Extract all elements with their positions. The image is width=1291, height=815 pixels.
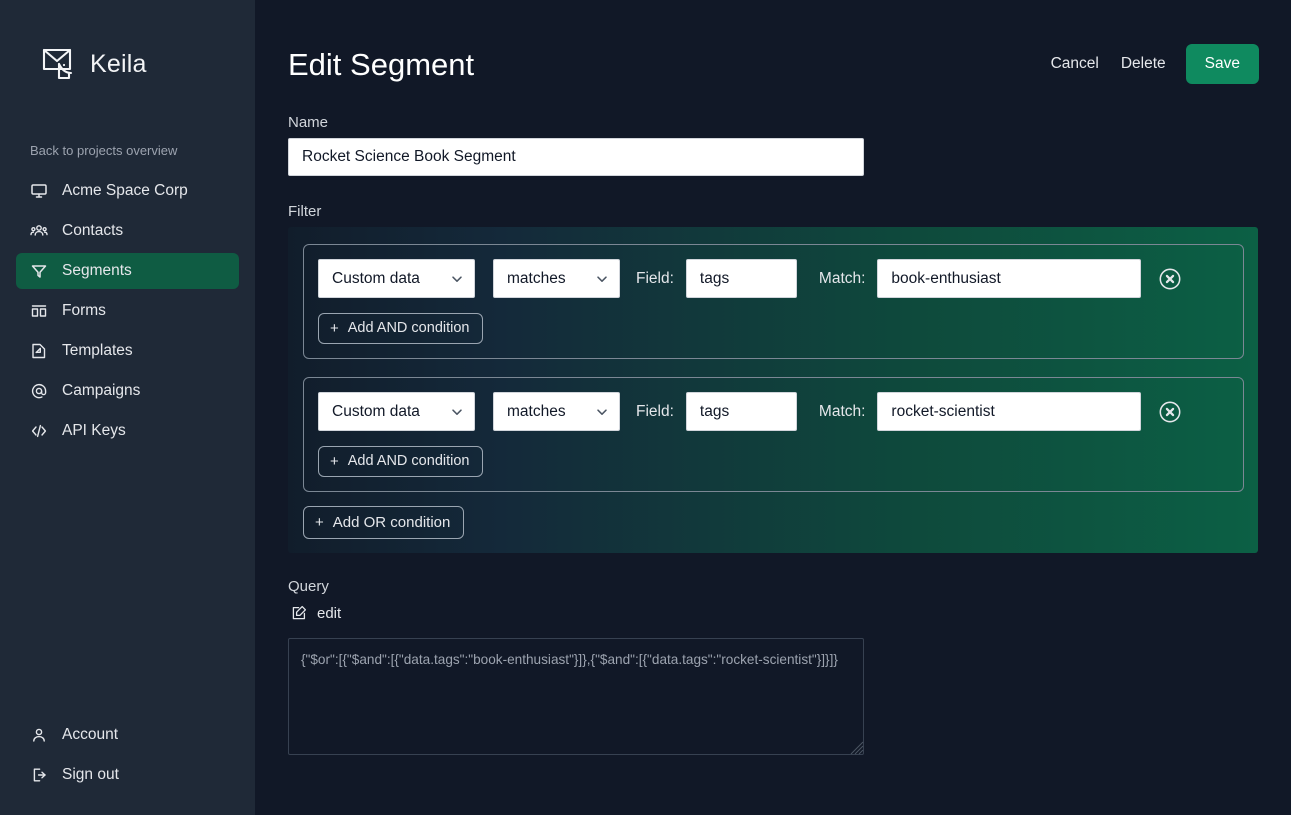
condition-type-value: Custom data	[332, 402, 420, 420]
plus-icon: +	[330, 320, 339, 337]
user-icon	[30, 726, 48, 744]
sidebar-item-label: Segments	[62, 262, 132, 279]
condition-type-select[interactable]: Custom data	[318, 392, 475, 431]
at-sign-icon	[30, 382, 48, 400]
back-to-projects-link[interactable]: Back to projects overview	[30, 143, 178, 158]
sidebar-item-label: Forms	[62, 302, 106, 319]
name-label: Name	[288, 114, 329, 131]
sidebar-bottom-nav: Account Sign out	[0, 717, 255, 815]
condition-field-input[interactable]	[685, 259, 797, 298]
condition-operator-select[interactable]: matches	[493, 392, 620, 431]
field-label: Field:	[636, 269, 674, 287]
condition-type-value: Custom data	[332, 269, 420, 287]
condition-match-input[interactable]	[877, 392, 1142, 431]
filter-condition-row: Custom data matches Field:	[318, 259, 1229, 298]
filter-condition-row: Custom data matches Field:	[318, 392, 1229, 431]
segment-form: Name Filter Custom data matches	[255, 88, 1291, 755]
sidebar-item-contacts[interactable]: Contacts	[16, 213, 239, 249]
brand[interactable]: Keila	[0, 0, 255, 96]
add-and-condition-label: Add AND condition	[347, 320, 470, 337]
main-content: Edit Segment Cancel Delete Save Name Fil…	[255, 0, 1291, 815]
sidebar-item-label: Account	[62, 726, 119, 743]
delete-button[interactable]: Delete	[1119, 52, 1168, 76]
chevron-down-icon	[595, 272, 609, 286]
sidebar-item-api-keys[interactable]: API Keys	[16, 413, 239, 449]
add-and-condition-button[interactable]: + Add AND condition	[318, 313, 484, 344]
sidebar-item-label: API Keys	[62, 422, 126, 439]
add-or-condition-button[interactable]: + Add OR condition	[303, 506, 465, 539]
query-edit-label: edit	[317, 604, 342, 622]
segment-name-input[interactable]	[288, 138, 864, 176]
match-label: Match:	[818, 269, 866, 287]
envelope-logo-icon	[40, 44, 80, 84]
sidebar-item-acme-space-corp[interactable]: Acme Space Corp	[16, 173, 239, 209]
sidebar-item-templates[interactable]: Templates	[16, 333, 239, 369]
filter-or-group: Custom data matches Field:	[303, 244, 1244, 359]
sidebar-item-segments[interactable]: Segments	[16, 253, 239, 289]
sidebar-item-label: Contacts	[62, 222, 124, 239]
brand-name: Keila	[90, 49, 147, 78]
add-and-condition-label: Add AND condition	[347, 453, 470, 470]
forms-icon	[30, 302, 48, 320]
match-label: Match:	[818, 402, 866, 420]
header-actions: Cancel Delete Save	[1049, 44, 1259, 84]
condition-match-input[interactable]	[877, 259, 1142, 298]
sidebar-item-forms[interactable]: Forms	[16, 293, 239, 329]
pencil-square-icon	[291, 605, 307, 621]
filter-label: Filter	[288, 203, 322, 220]
query-textarea[interactable]: {"$or":[{"$and":[{"data.tags":"book-enth…	[288, 638, 864, 755]
add-or-condition-label: Add OR condition	[332, 514, 451, 531]
plus-icon: +	[330, 453, 339, 470]
condition-type-select[interactable]: Custom data	[318, 259, 475, 298]
remove-circle-x-icon[interactable]	[1157, 266, 1183, 292]
sidebar-nav: Acme Space Corp Contacts	[0, 173, 255, 453]
sidebar-item-label: Sign out	[62, 766, 119, 783]
code-brackets-icon	[30, 422, 48, 440]
condition-operator-value: matches	[507, 402, 566, 420]
query-edit-button[interactable]: edit	[288, 605, 341, 621]
cancel-button[interactable]: Cancel	[1049, 52, 1101, 76]
filter-panel: Custom data matches Field:	[288, 227, 1258, 553]
monitor-icon	[30, 182, 48, 200]
condition-field-input[interactable]	[685, 392, 797, 431]
query-label: Query	[288, 578, 329, 595]
condition-operator-select[interactable]: matches	[493, 259, 620, 298]
sidebar-item-label: Templates	[62, 342, 133, 359]
condition-operator-value: matches	[507, 269, 566, 287]
plus-icon: +	[315, 514, 324, 531]
sidebar: Keila Back to projects overview Acme Spa…	[0, 0, 255, 815]
save-button[interactable]: Save	[1185, 44, 1259, 84]
sidebar-item-sign-out[interactable]: Sign out	[16, 757, 239, 793]
filter-funnel-icon	[30, 262, 48, 280]
page-header: Edit Segment Cancel Delete Save	[255, 0, 1291, 88]
query-textarea-wrap: {"$or":[{"$and":[{"data.tags":"book-enth…	[288, 638, 864, 755]
sidebar-item-label: Acme Space Corp	[62, 182, 188, 199]
users-icon	[30, 222, 48, 240]
logout-icon	[30, 766, 48, 784]
add-and-condition-button[interactable]: + Add AND condition	[318, 446, 484, 477]
sidebar-item-campaigns[interactable]: Campaigns	[16, 373, 239, 409]
template-page-icon	[30, 342, 48, 360]
chevron-down-icon	[595, 405, 609, 419]
chevron-down-icon	[450, 405, 464, 419]
remove-circle-x-icon[interactable]	[1157, 399, 1183, 425]
sidebar-item-label: Campaigns	[62, 382, 141, 399]
field-label: Field:	[636, 402, 674, 420]
sidebar-item-account[interactable]: Account	[16, 717, 239, 753]
page-title: Edit Segment	[288, 46, 475, 82]
chevron-down-icon	[450, 272, 464, 286]
filter-or-group: Custom data matches Field:	[303, 377, 1244, 492]
